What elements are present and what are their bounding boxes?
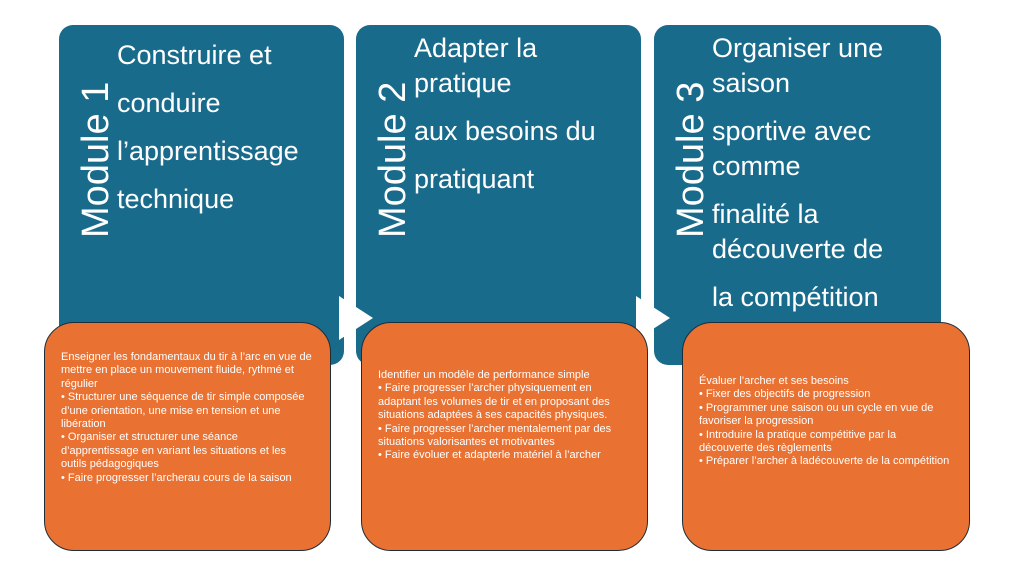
module-3-title-line: comme	[712, 151, 801, 181]
module-2-label: Module 2	[372, 81, 414, 238]
module-2-detail-item: • Faire évoluer et adapterle matériel à …	[378, 449, 601, 462]
module-3-label: Module 3	[670, 81, 712, 238]
module-2-title-line: aux besoins du	[414, 116, 596, 146]
module-2-panel: Module 2 Adapter la pratique aux besoins…	[356, 25, 641, 365]
module-3-title-line: découverte de	[712, 234, 884, 264]
module-3-title-line: sportive avec	[712, 116, 872, 146]
module-3-panel: Module 3 Organiser une saison sportive a…	[654, 25, 941, 365]
module-3-title-line: finalité la	[712, 199, 819, 229]
module-2-detail-item: Identifier un modèle de performance simp…	[378, 369, 590, 381]
module-1-panel: Module 1 Construire et conduire l’appren…	[59, 25, 344, 365]
module-2-title-line: Adapter la	[414, 33, 538, 63]
module-2-title: Adapter la pratique aux besoins du prati…	[414, 31, 596, 197]
module-3-detail-item: • Introduire la pratique compétitive par…	[699, 428, 897, 455]
module-2-detail-item: • Faire progresser l’archer mentalement …	[378, 422, 612, 449]
module-1-title-line: l’apprentissage	[117, 136, 299, 166]
module-3-detail-item: • Fixer des objectifs de progression	[699, 388, 871, 401]
module-3-title-line: Organiser une	[712, 33, 884, 63]
module-1-detail-item: • Faire progresser l’archerau cours de l…	[61, 471, 292, 484]
module-3-title-line: la compétition	[712, 282, 879, 312]
module-1-detail-item: • Organiser et structurer une séance d’a…	[61, 431, 287, 471]
module-2-title-line: pratique	[414, 68, 512, 98]
module-1-detail-item: • Structurer une séquence de tir simple …	[61, 391, 305, 431]
module-3-details-card: Évaluer l’archer et ses besoins • Fixer …	[682, 322, 970, 551]
module-2-title-line: pratiquant	[414, 164, 535, 194]
module-1-title-line: technique	[117, 184, 235, 214]
module-3-title: Organiser une saison sportive avec comme…	[712, 31, 883, 315]
module-1-title: Construire et conduire l’apprentissage t…	[117, 31, 299, 223]
module-3-detail-item: • Programmer une saison ou un cycle en v…	[699, 401, 934, 428]
module-2-details-card: Identifier un modèle de performance simp…	[361, 322, 648, 551]
module-3-detail-item: Évaluer l’archer et ses besoins	[699, 375, 849, 387]
module-3-detail-item: • Préparer l’archer à ladécouverte de la…	[699, 455, 950, 468]
module-3-title-line: saison	[712, 68, 791, 98]
module-2-detail-item: • Faire progresser l’archer physiquement…	[378, 382, 610, 422]
module-1-details-card: Enseigner les fondamentaux du tir à l’ar…	[44, 322, 331, 551]
module-1-label: Module 1	[75, 81, 117, 238]
module-1-title-line: Construire et	[117, 40, 272, 70]
module-1-detail-item: Enseigner les fondamentaux du tir à l’ar…	[61, 351, 312, 390]
module-1-title-line: conduire	[117, 88, 221, 118]
